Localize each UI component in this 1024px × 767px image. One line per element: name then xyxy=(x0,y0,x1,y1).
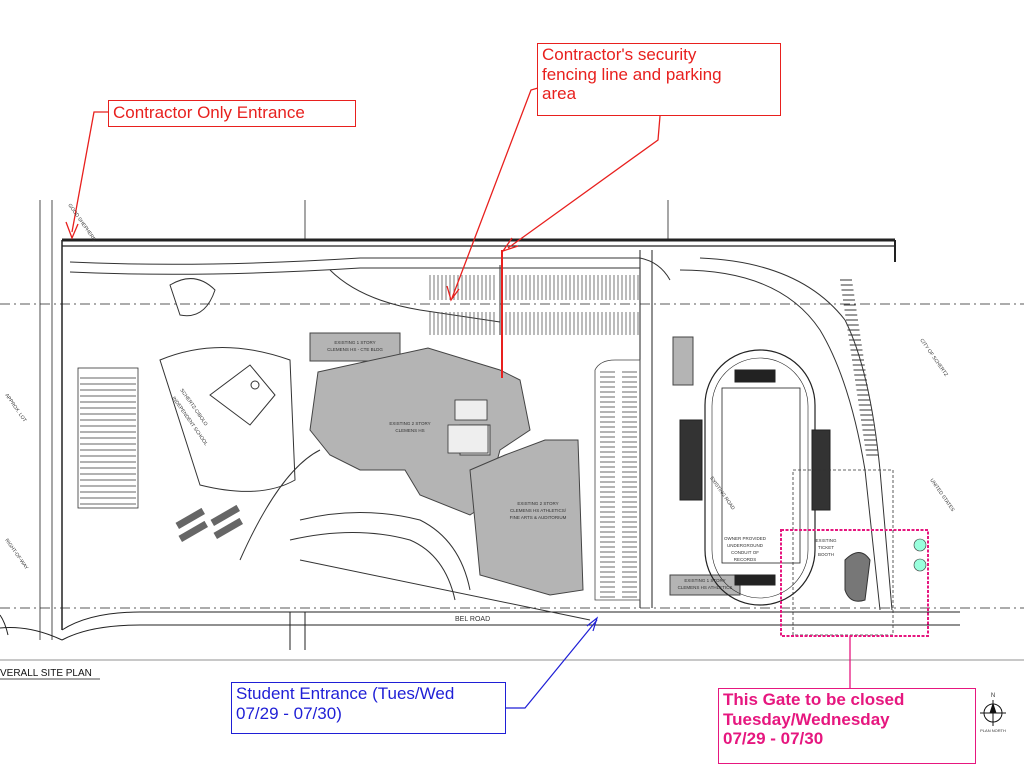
plan-north-label: PLAN NORTH xyxy=(980,728,1006,733)
svg-text:RIGHT-OF-WAY: RIGHT-OF-WAY xyxy=(3,538,29,572)
security-fencing-line-2: fencing line and parking xyxy=(542,64,722,84)
north-drive xyxy=(69,257,671,335)
security-fencing-callout: Contractor's security fencing line and p… xyxy=(537,43,781,116)
hs-athletics-label-1: EXISTING 1 STORY xyxy=(684,578,725,583)
conduit-label-4: RECORDS xyxy=(734,557,757,562)
gate-closed-line-2: Tuesday/Wednesday xyxy=(723,709,890,729)
student-leader xyxy=(505,616,599,709)
hs-athletics-label-2: CLEMENS HS ATHLETICS xyxy=(678,585,733,590)
contractor-leaders xyxy=(65,87,661,378)
student-entrance-line-1: Student Entrance (Tues/Wed xyxy=(236,684,455,703)
cte-building-label-2: CLEMENS HS - CTE BLDG xyxy=(327,347,383,352)
contractor-entrance-callout: Contractor Only Entrance xyxy=(108,100,356,127)
conduit-label-1: OWNER PROVIDED xyxy=(724,536,767,541)
property-lines xyxy=(0,200,1024,640)
gate-closed-line-3: 07/29 - 07/30 xyxy=(723,729,824,749)
ticket-booth-label-3: BOOTH xyxy=(818,552,834,557)
cte-building xyxy=(309,332,401,362)
parking-north xyxy=(429,275,639,335)
buildings xyxy=(309,332,741,596)
road-label: BEL ROAD xyxy=(455,616,490,623)
gate-closed-callout: This Gate to be closed Tuesday/Wednesday… xyxy=(718,688,976,764)
main-building-label-2: CLEMENS HS xyxy=(395,428,424,433)
courtyard xyxy=(447,399,489,454)
security-fencing-line-1: Contractor's security xyxy=(542,45,697,64)
athletics-label-2: CLEMENS HS ATHLETICS/ xyxy=(510,508,567,513)
ticket-booth-label-1: EXISTING xyxy=(815,538,837,543)
north-label: N xyxy=(991,693,995,699)
west-field xyxy=(77,367,139,509)
student-entrance-callout: Student Entrance (Tues/Wed 07/29 - 07/30… xyxy=(231,682,506,734)
security-fencing-line-3: area xyxy=(542,84,577,104)
athletics-building xyxy=(469,439,584,596)
sw-parking xyxy=(175,504,243,542)
baseball-field xyxy=(159,278,296,492)
track-field xyxy=(679,349,831,606)
ticket-booth-shape xyxy=(844,552,871,602)
svg-text:UNITED STATES: UNITED STATES xyxy=(928,478,955,514)
bel-road xyxy=(0,611,1024,661)
svg-text:CITY OF SCHERTZ: CITY OF SCHERTZ xyxy=(918,338,948,378)
svg-text:APPROX. LOT: APPROX. LOT xyxy=(3,393,27,424)
south-drive xyxy=(239,449,591,621)
student-entrance-line-2: 07/29 - 07/30) xyxy=(236,703,342,723)
cte-building-label-1: EXISTING 1 STORY xyxy=(334,340,375,345)
plan-title: VERALL SITE PLAN xyxy=(0,668,92,679)
conduit-label-3: CONDUIT OF xyxy=(731,550,759,555)
contractor-entrance-text: Contractor Only Entrance xyxy=(113,103,305,122)
gate-marker xyxy=(780,529,929,688)
main-building-label-1: EXISTING 2 STORY xyxy=(389,421,430,426)
athletics-label-1: EXISTING 2 STORY xyxy=(517,501,558,506)
ticket-booth-label-2: TICKET xyxy=(818,545,834,550)
east-parking xyxy=(594,359,641,601)
athletics-label-3: FINE ARTS & AUDITORIUM xyxy=(510,515,567,520)
gate-closed-line-1: This Gate to be closed xyxy=(723,690,905,709)
conduit-label-2: UNDERGROUND xyxy=(727,543,764,548)
north-arrow-icon xyxy=(980,700,1006,726)
east-road xyxy=(679,257,893,611)
